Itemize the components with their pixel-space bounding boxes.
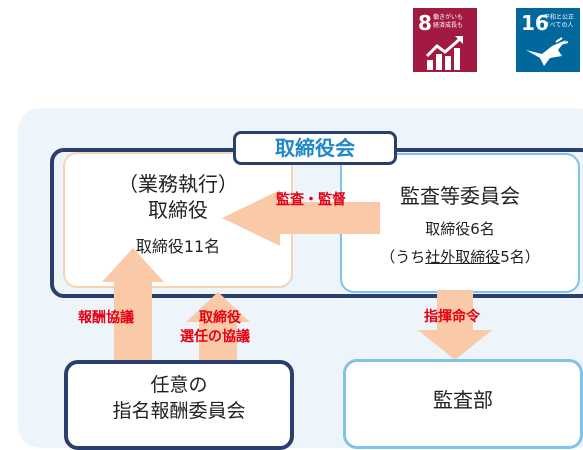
director-selection-arrow — [186, 292, 250, 372]
outside-suffix: 5名） — [500, 248, 540, 266]
audit-committee-title: 監査等委員会 — [400, 184, 520, 208]
growth-chart-icon — [425, 36, 463, 70]
board-title: 取締役会 — [233, 131, 397, 165]
outside-underlined: 社外取締役 — [425, 248, 501, 266]
audit-supervise-label: 監査・監督 — [276, 192, 346, 208]
sdg-8-number: 8 — [418, 11, 432, 35]
nomination-line1: 任意の — [150, 374, 208, 396]
director-label-line1: 取締役 — [199, 310, 241, 326]
executive-line1: （業務執行） — [118, 172, 238, 196]
executive-count: 取締役11名 — [135, 237, 221, 256]
remuneration-arrow — [102, 248, 164, 372]
audit-committee-count: 取締役6名 — [425, 220, 495, 238]
sdg-8-text: 働きがいも 経済成長も — [433, 14, 464, 29]
audit-committee-outside: （うち社外取締役5名） — [340, 246, 580, 267]
command-label: 指揮命令 — [424, 309, 480, 325]
outside-prefix: （うち — [380, 248, 426, 266]
arrows-layer — [102, 190, 492, 372]
director-label-line2: 選任の協議 — [180, 329, 250, 345]
dove-icon — [526, 37, 569, 66]
nomination-line2: 指名報酬委員会 — [112, 400, 246, 422]
remuneration-label: 報酬協議 — [78, 310, 134, 326]
executive-line2: 取締役 — [148, 198, 208, 222]
sdg-16-badge: 16 平和と公正 すべての人 — [516, 8, 580, 72]
command-arrow — [418, 290, 492, 360]
sdg-16-number: 16 — [521, 11, 549, 35]
sdg-16-text: 平和と公正 すべての人 — [544, 14, 575, 29]
sdg-8-badge: 8 働きがいも 経済成長も — [413, 8, 477, 72]
audit-department-label: 監査部 — [433, 388, 493, 412]
audit-supervise-arrow — [222, 190, 380, 246]
